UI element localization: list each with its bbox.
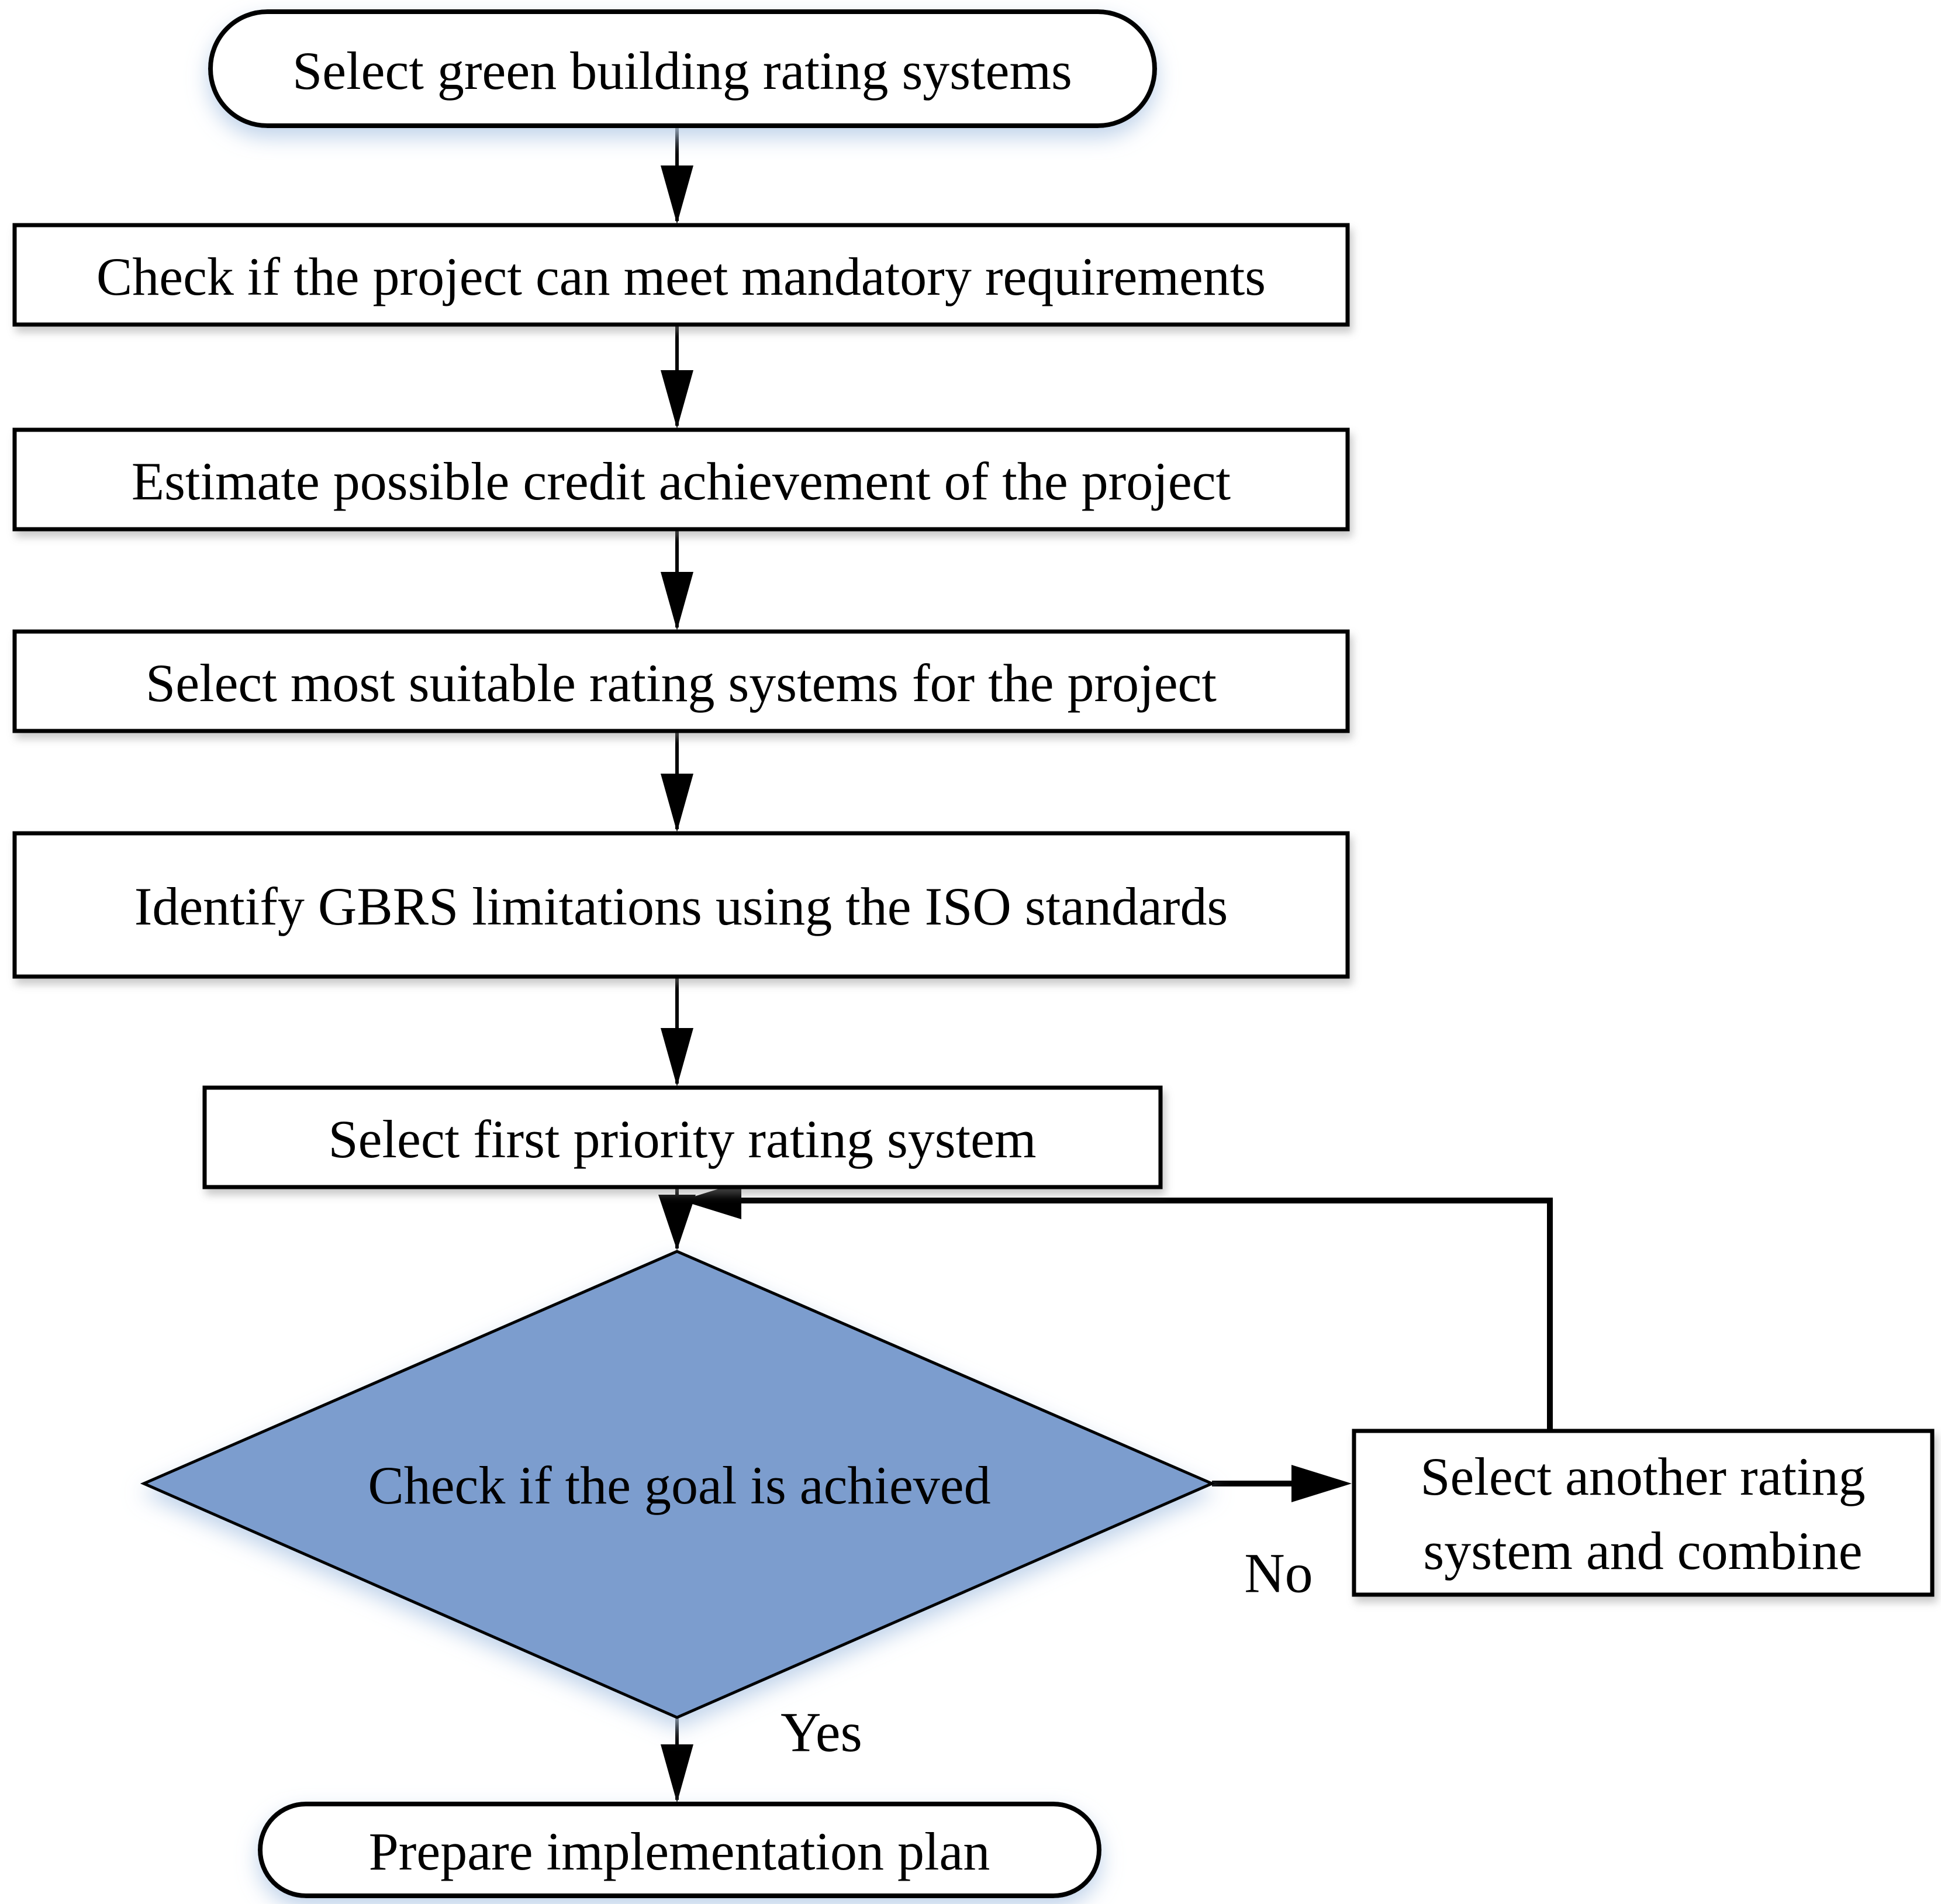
node-label: Prepare implementation plan <box>369 1822 990 1881</box>
edge-select-another-return-loop <box>681 1182 1553 1431</box>
node-start-terminator: Select green building rating systems <box>208 9 1157 128</box>
process-shape <box>12 223 1350 327</box>
node-label: Select green building rating systems <box>292 41 1072 101</box>
arrowhead <box>658 1195 696 1250</box>
process-shape <box>12 427 1350 532</box>
arrowhead <box>681 1182 741 1219</box>
node-select-first-priority: Select first priority rating system <box>202 1085 1163 1189</box>
arrowhead <box>1291 1465 1352 1502</box>
edge-start-to-check-mandatory <box>661 126 693 224</box>
arrowhead <box>661 370 693 429</box>
node-label: Check if the project can meet mandatory … <box>96 247 1266 306</box>
edge-goal-check-no <box>1212 1465 1352 1502</box>
node-select-suitable: Select most suitable rating systems for … <box>12 629 1350 733</box>
node-select-another: Select another rating system and combine <box>1352 1429 1935 1597</box>
node-identify-limitations: Identify GBRS limitations using the ISO … <box>12 831 1350 979</box>
arrowhead <box>661 1744 693 1803</box>
node-label-line-2: system and combine <box>1423 1521 1862 1581</box>
node-label: Estimate possible credit achievement of … <box>132 451 1231 511</box>
terminator-shape <box>258 1802 1101 1898</box>
edge-label-no: No <box>1244 1542 1313 1605</box>
arrowhead <box>661 774 693 832</box>
node-label: Identify GBRS limitations using the ISO … <box>134 877 1228 936</box>
terminator-shape <box>208 9 1157 128</box>
process-shape <box>1352 1429 1935 1597</box>
connector-line <box>737 1198 1553 1431</box>
arrowhead <box>661 165 693 224</box>
process-shape <box>202 1085 1163 1189</box>
node-check-mandatory: Check if the project can meet mandatory … <box>12 223 1350 327</box>
edge-check-mandatory-to-estimate-credit <box>661 325 693 429</box>
node-prepare-plan-terminator: Prepare implementation plan <box>258 1802 1101 1898</box>
decision-shape <box>140 1250 1216 1719</box>
edge-estimate-credit-to-select-suitable <box>661 529 693 630</box>
arrowhead <box>661 1028 693 1086</box>
process-shape <box>12 831 1350 979</box>
process-shape <box>12 629 1350 733</box>
node-label: Select first priority rating system <box>328 1109 1036 1169</box>
edge-goal-check-yes <box>661 1717 693 1803</box>
node-goal-check-decision: Check if the goal is achieved <box>140 1250 1216 1719</box>
node-label: Check if the goal is achieved <box>368 1455 990 1515</box>
edge-identify-limitations-to-select-first-priority <box>661 977 693 1086</box>
edge-label-yes: Yes <box>780 1701 862 1764</box>
edge-select-suitable-to-identify-limitations <box>661 731 693 832</box>
node-estimate-credit: Estimate possible credit achievement of … <box>12 427 1350 532</box>
arrowhead <box>661 572 693 630</box>
edge-select-first-priority-to-goal-check <box>658 1187 696 1250</box>
node-label: Select most suitable rating systems for … <box>146 653 1217 713</box>
node-label-line-1: Select another rating <box>1420 1447 1865 1506</box>
